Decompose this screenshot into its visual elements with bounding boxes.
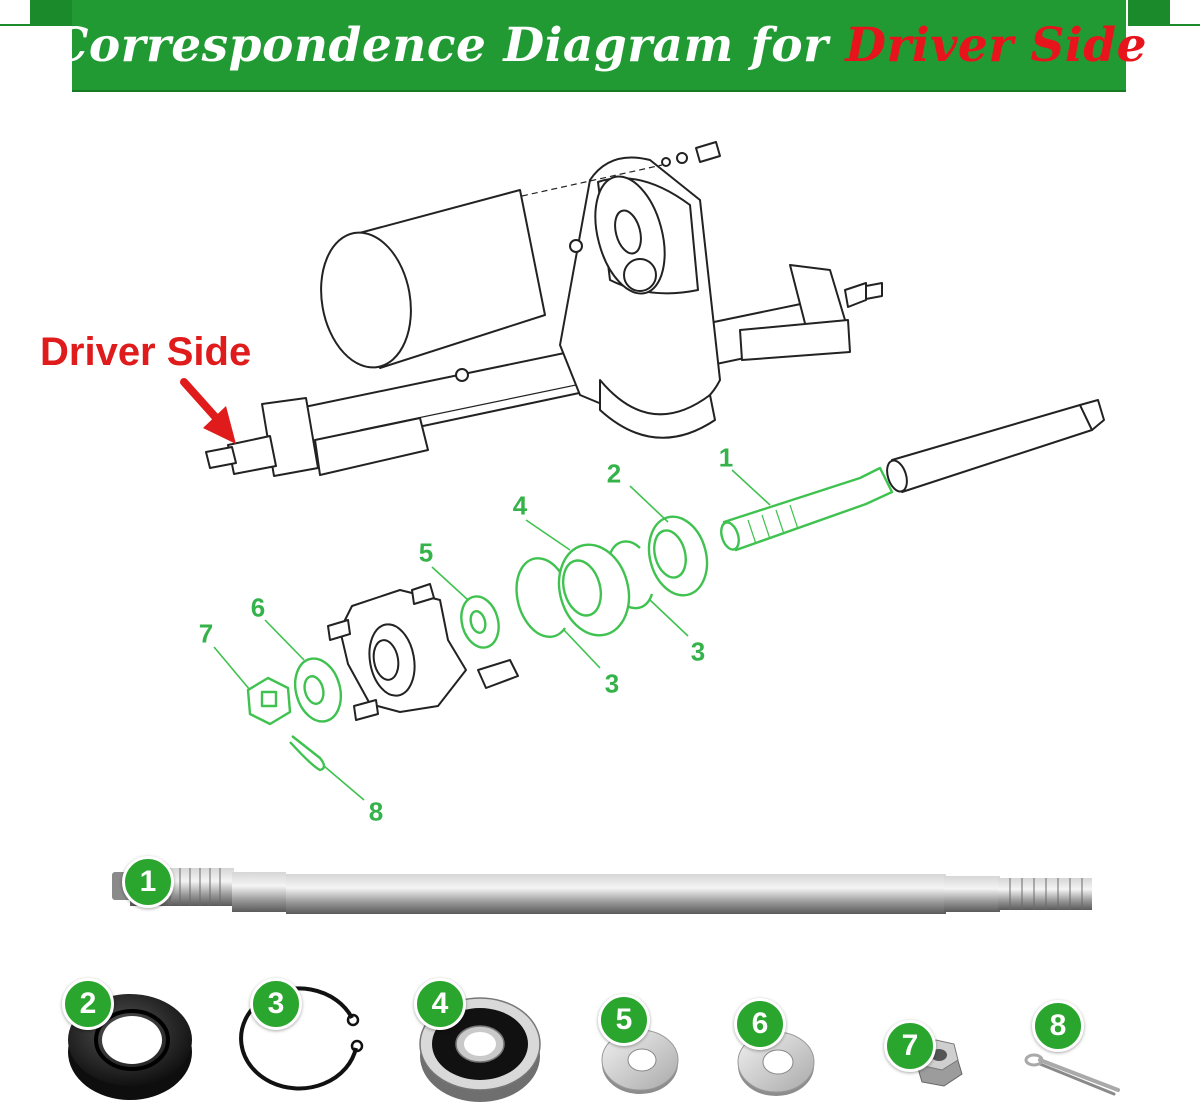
driver-side-arrow [180,378,236,444]
photo-oil-seal [68,994,192,1100]
shaft-end [722,466,894,552]
banner-line-left [0,24,40,26]
callout-7: 7 [198,618,214,649]
cotter-pin [289,735,326,772]
part-badge-2: 2 [62,978,114,1030]
callout-4: 4 [512,490,528,521]
photo-bearing [419,997,541,1102]
callout-8: 8 [368,796,384,827]
callout-3-right: 3 [690,636,706,667]
callout-2: 2 [606,458,622,489]
photo-axle-shaft [112,868,1092,914]
snap-ring-lower [515,557,566,638]
part-badge-4: 4 [414,978,466,1030]
motor-end [320,231,412,369]
banner-line-right [1160,24,1200,26]
callout-3-left: 3 [604,668,620,699]
part-badge-5: 5 [598,994,650,1046]
banner-tab-right [1128,0,1170,26]
title-banner: Correspondence Diagram for Driver Side [51,0,1147,90]
callout-6: 6 [250,592,266,623]
title-highlight: Driver Side [845,17,1148,73]
callout-1: 1 [718,442,734,473]
part-badge-3: 3 [250,978,302,1030]
part-badge-7: 7 [884,1020,936,1072]
wheel-hub [327,583,519,721]
highlighted-parts [213,466,894,801]
exploded-shaft [886,399,1105,493]
transaxle-assembly [205,141,883,477]
banner-tab-left [30,0,72,26]
photo-cotter-pin [1024,1053,1120,1096]
driver-side-label: Driver Side [40,330,252,374]
part-badge-6: 6 [734,998,786,1050]
part-badge-1: 1 [122,856,174,908]
photo-snap-ring [239,986,364,1091]
callout-5: 5 [418,537,434,568]
part-badge-8: 8 [1032,1000,1084,1052]
title-prefix: Correspondence Diagram for [50,17,846,73]
page-title: Correspondence Diagram for Driver Side [51,18,1147,73]
